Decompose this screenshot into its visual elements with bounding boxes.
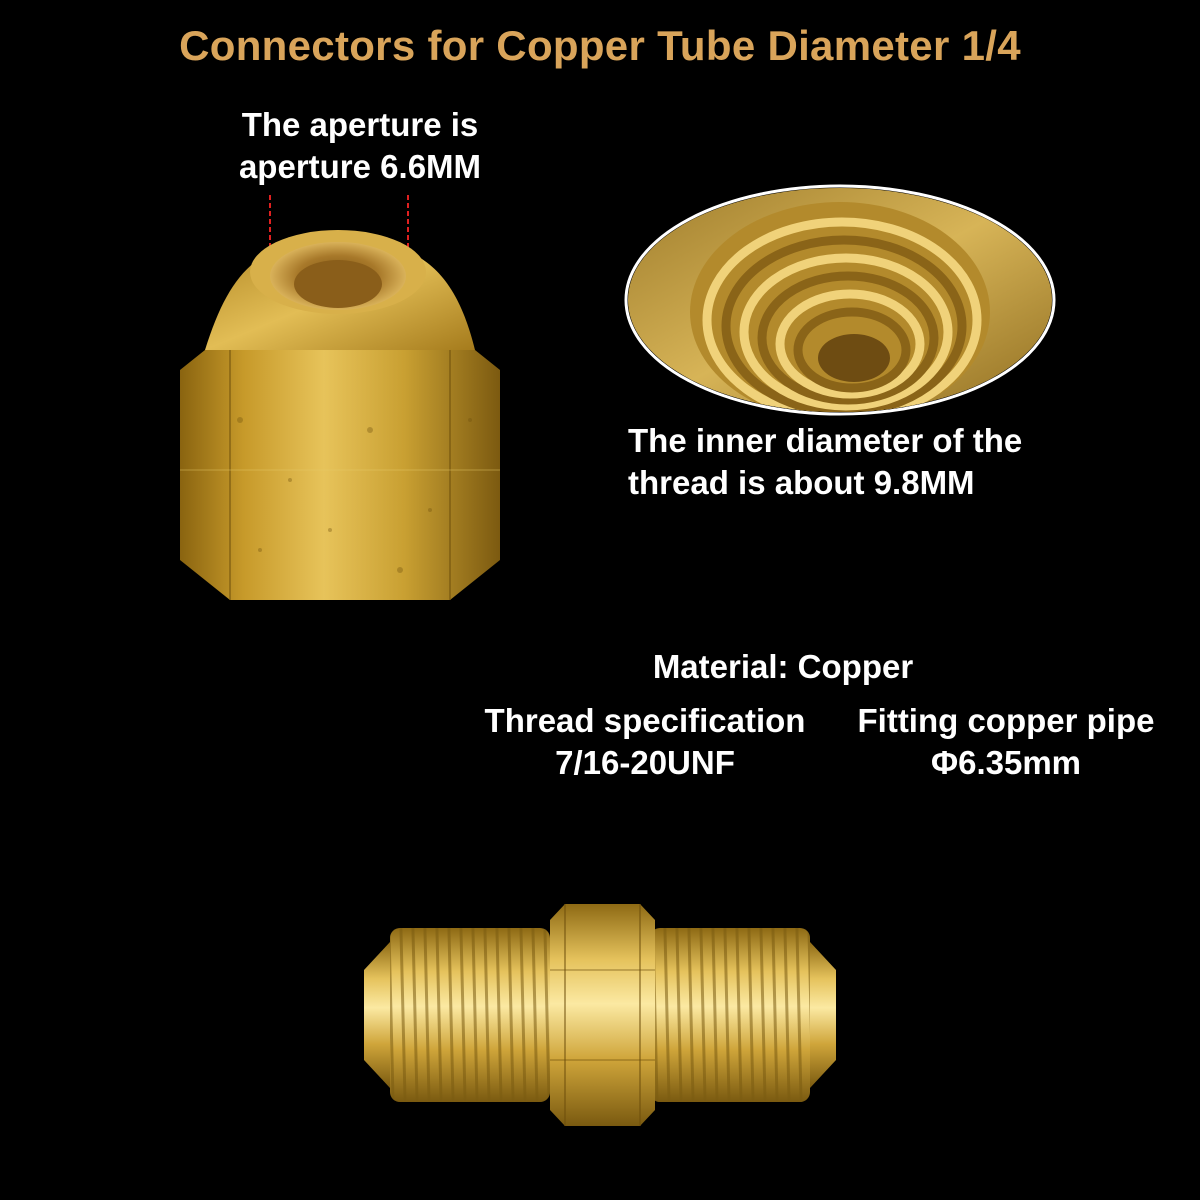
nut-thread-closeup-image xyxy=(624,184,1056,416)
pipe-fit-line2: Φ6.35mm xyxy=(931,744,1081,781)
inner-diameter-line2: thread is about 9.8MM xyxy=(628,464,975,501)
thread-spec-line1: Thread specification xyxy=(484,702,806,739)
aperture-label: The aperture is aperture 6.6MM xyxy=(200,104,520,188)
pipe-fit-line1: Fitting copper pipe xyxy=(857,702,1155,739)
pipe-fit-label: Fitting copper pipe Φ6.35mm xyxy=(836,700,1176,784)
inner-diameter-label: The inner diameter of the thread is abou… xyxy=(628,420,1088,504)
flare-nut-image xyxy=(180,195,500,600)
aperture-label-line2: aperture 6.6MM xyxy=(238,148,482,185)
inner-diameter-line1: The inner diameter of the xyxy=(628,422,1023,459)
page-title: Connectors for Copper Tube Diameter 1/4 xyxy=(179,22,1021,69)
flare-union-image xyxy=(364,904,836,1126)
thread-spec-line2: 7/16-20UNF xyxy=(555,744,735,781)
material-label: Material: Copper xyxy=(652,648,914,685)
thread-spec-label: Thread specification 7/16-20UNF xyxy=(462,700,828,784)
aperture-label-line1: The aperture is xyxy=(241,106,479,143)
